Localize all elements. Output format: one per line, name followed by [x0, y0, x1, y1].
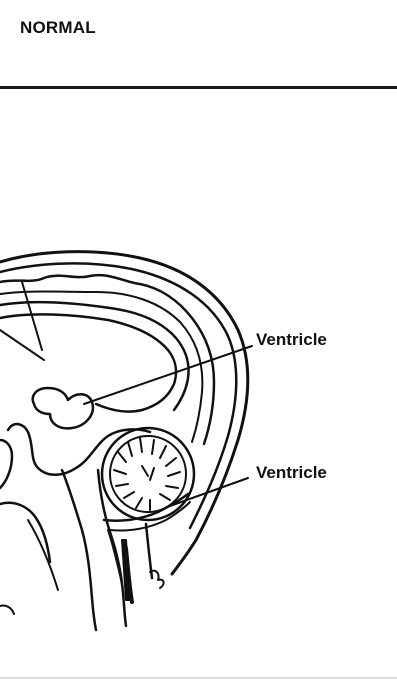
third-ventricle [33, 388, 93, 428]
bottom-left-fragment [0, 605, 14, 614]
cerebellum-outline [102, 428, 194, 520]
orbital-curve [0, 503, 50, 562]
skull-base-back [146, 524, 152, 578]
bottom-divider [0, 677, 397, 679]
ventricle-label-lower: Ventricle [256, 463, 327, 483]
spinal-canal-left [108, 530, 122, 584]
ventricle-label-upper: Ventricle [256, 330, 327, 350]
brainstem-front [62, 470, 96, 630]
brain-surface [0, 275, 214, 444]
cerebellum-folia [114, 438, 180, 510]
frontal-lower-curve [0, 440, 12, 488]
